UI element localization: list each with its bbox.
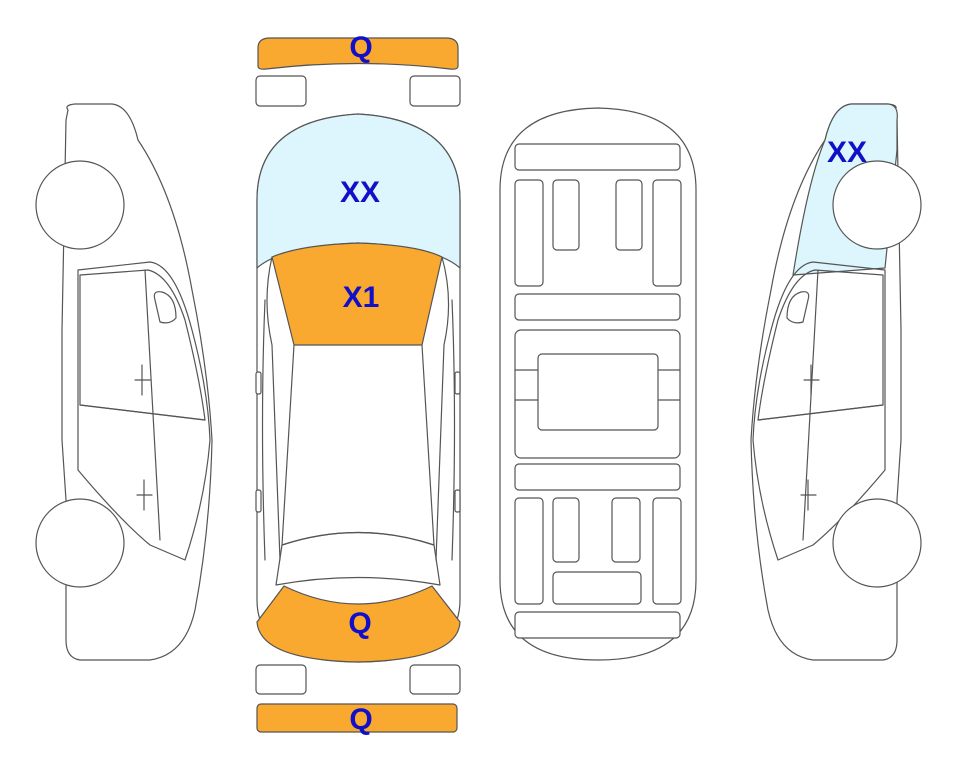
rear-left-taillight (255, 664, 307, 695)
underbody-rear-right-mount (611, 497, 641, 563)
left-side-wheel-rear (35, 498, 125, 588)
right-side-wheel-rear (832, 498, 922, 588)
top-view-right-handle (454, 489, 461, 513)
right-side-wheel-front (832, 160, 922, 250)
right-side-handle-rear (800, 479, 817, 511)
top-view-left-pillar (266, 256, 281, 561)
damage-labels: Q XX X1 Q Q XX (340, 31, 867, 736)
front-bumper-panel (257, 37, 459, 70)
front-bumper-label: Q (349, 31, 372, 64)
underbody-fuel-tank (552, 571, 642, 605)
top-view-left-mirror (255, 371, 262, 395)
underbody-rear-bumper-beam (514, 611, 681, 639)
right-side-door-panel (752, 261, 886, 561)
underbody-front-crossmember (514, 143, 681, 171)
right-side-view (750, 103, 922, 661)
rear-bumper-panel (256, 703, 458, 733)
left-side-door-panel (77, 261, 211, 561)
left-side-wheel-front (35, 160, 125, 250)
right-side-window (757, 269, 884, 421)
left-side-door-seam (144, 269, 161, 541)
right-side-handle-front (803, 364, 820, 396)
underbody-front-left-mount (552, 179, 580, 251)
underbody-mid-crossmember (514, 293, 681, 321)
trunk-panel (256, 585, 461, 663)
front-left-headlight (255, 75, 307, 107)
underbody-rear-right-rail (652, 497, 682, 605)
windshield-panel (271, 242, 443, 346)
underbody-center-tunnel (537, 353, 659, 431)
underbody-rear-left-rail (514, 497, 544, 605)
underbody-front-left-rail (514, 179, 544, 287)
underbody-rear-left-mount (552, 497, 580, 563)
right-side-mirror (786, 291, 810, 324)
trunk-label: Q (348, 607, 371, 640)
underbody-rear-crossmember (514, 463, 681, 491)
top-view-rear-window (275, 531, 441, 586)
left-side-handle-front (134, 364, 151, 396)
left-side-view (35, 103, 213, 661)
underbody-front-right-rail (652, 179, 682, 287)
right-side-beltline (757, 404, 884, 421)
left-side-mirror (153, 291, 177, 324)
top-view-left-edge (261, 299, 266, 561)
underbody-front-right-mount (615, 179, 643, 251)
rear-bumper-label: Q (349, 703, 372, 736)
top-view (255, 37, 461, 733)
top-view-right-mirror (454, 371, 461, 395)
front-right-headlight (409, 75, 461, 107)
rear-right-taillight (409, 664, 461, 695)
top-view-right-pillar (435, 256, 450, 561)
top-view-right-edge (451, 299, 456, 561)
top-view-left-handle (255, 489, 262, 513)
left-side-handle-rear (136, 479, 153, 511)
right-side-front-label: XX (827, 136, 867, 169)
underbody-view (499, 107, 697, 661)
windshield-label: X1 (343, 281, 380, 314)
hood-label: XX (340, 176, 380, 209)
left-side-window (79, 269, 206, 421)
left-side-beltline (79, 404, 206, 421)
